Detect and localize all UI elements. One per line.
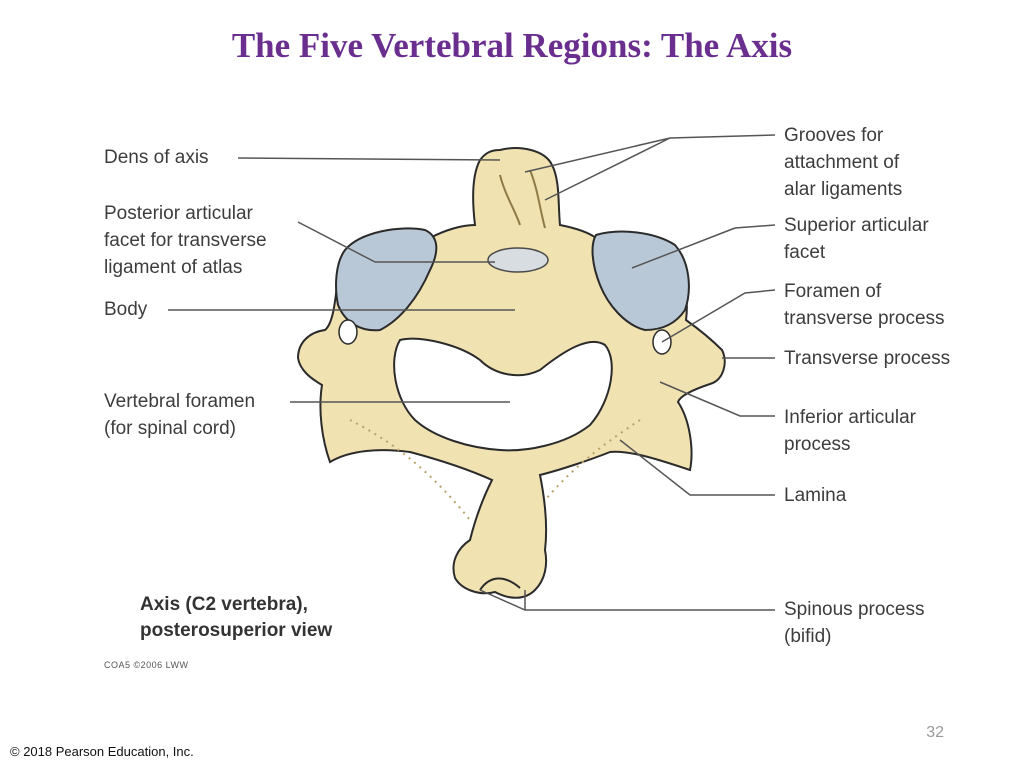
- vertebra-bone: [296, 147, 726, 599]
- superior-articular-facet-left: [335, 227, 438, 332]
- copyright-notice: © 2018 Pearson Education, Inc.: [10, 744, 194, 759]
- spinous-process-notch: [479, 577, 521, 591]
- label-vertebral-foramen: Vertebral foramen (for spinal cord): [104, 391, 256, 439]
- posterior-articular-facet-shape: [487, 247, 549, 273]
- vertebra-outline: [296, 147, 726, 599]
- figure-source-code: COA5 ©2006 LWW: [104, 660, 189, 670]
- leader-grooves: [524, 134, 776, 173]
- label-lamina: Lamina: [784, 485, 847, 506]
- leader-lamina: [619, 439, 775, 496]
- label-transverse-process: Transverse process: [784, 348, 951, 369]
- label-spinous-process: Spinous process (bifid): [784, 599, 925, 647]
- leader-posterior-facet: [297, 221, 376, 263]
- label-superior-articular-facet: Superior articular facet: [784, 215, 929, 263]
- page-number: 32: [926, 724, 944, 741]
- leader-dens: [237, 157, 501, 161]
- label-dens-of-axis: Dens of axis: [104, 147, 209, 168]
- label-inferior-articular-process: Inferior articular process: [784, 407, 916, 455]
- lamina-shading: [349, 419, 641, 521]
- leader-superior-facet-b: [631, 227, 736, 269]
- leader-inferior-articular: [659, 381, 775, 417]
- leader-foramen-transverse: [661, 289, 776, 343]
- label-foramen-transverse-process: Foramen of transverse process: [784, 281, 945, 329]
- label-posterior-articular-facet: Posterior articular facet for transverse…: [104, 203, 267, 278]
- transverse-foramen-left: [338, 319, 358, 345]
- superior-articular-facet-right: [591, 230, 690, 332]
- slide-title: The Five Vertebral Regions: The Axis: [231, 26, 793, 65]
- leader-superior-facet: [734, 224, 776, 229]
- vertebral-foramen-shape: [393, 337, 613, 452]
- leader-grooves-b: [544, 137, 671, 201]
- dens-shading: [499, 169, 546, 229]
- label-body: Body: [104, 299, 148, 320]
- figure-caption: Axis (C2 vertebra), posterosuperior view: [140, 594, 333, 641]
- leader-lines: [168, 134, 776, 611]
- label-grooves-alar-ligaments: Grooves for attachment of alar ligaments: [784, 125, 903, 200]
